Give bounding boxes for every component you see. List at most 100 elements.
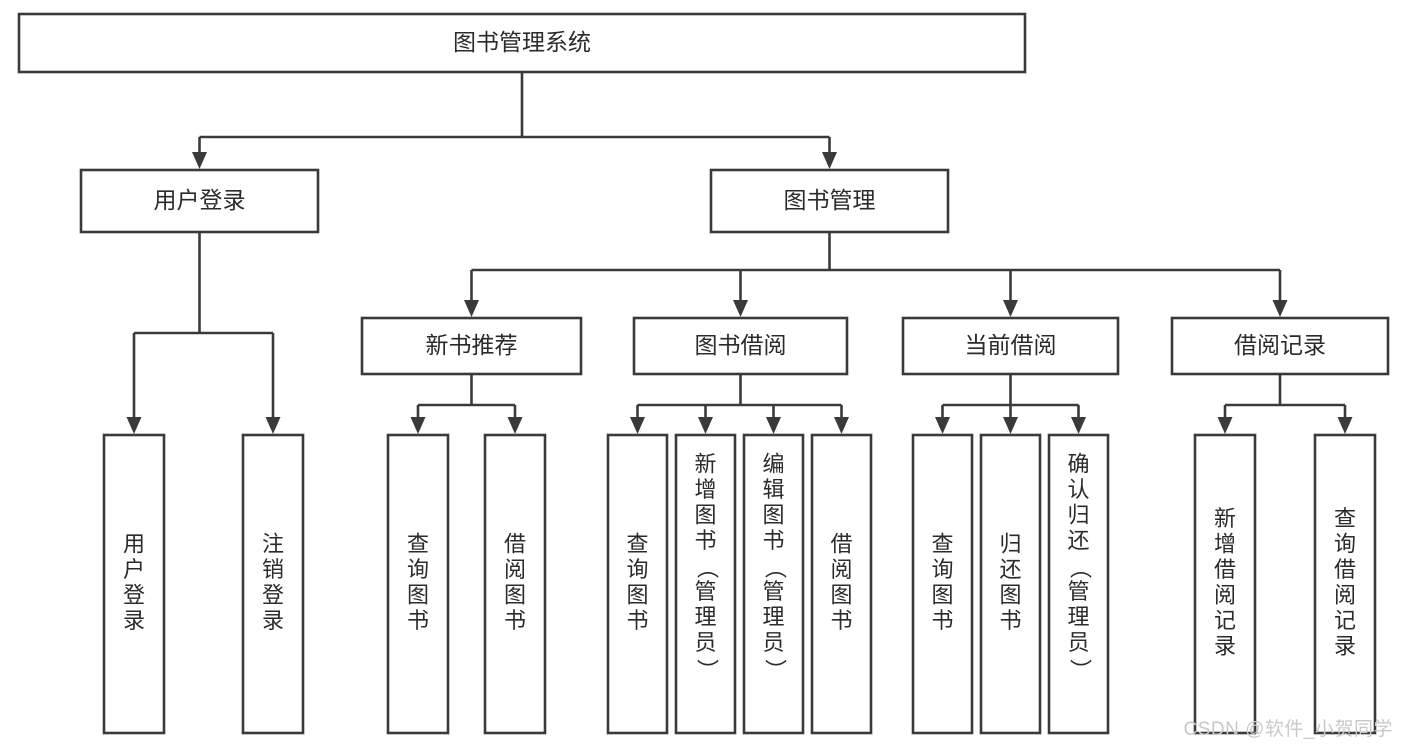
node-box-current-query-book[interactable] <box>911 433 974 735</box>
node-new-book-recommend[interactable]: 新书推荐 <box>360 316 583 376</box>
node-label-char-recommend-borrow-book-0: 借 <box>504 532 526 557</box>
node-label-char-borrow-add-book-3: 书 <box>694 528 716 553</box>
node-label-char-borrow-edit-book-2: 图 <box>762 503 784 528</box>
node-label-char-borrow-edit-book-5: 管 <box>762 579 784 604</box>
arrow-head-icon <box>1003 300 1018 317</box>
node-label-char-recommend-query-book-0: 查 <box>407 532 429 557</box>
node-label-char-record-add-5: 录 <box>1214 634 1236 659</box>
node-user-login[interactable]: 用户登录 <box>79 168 320 234</box>
node-label-char-record-query-2: 借 <box>1334 557 1356 582</box>
node-label-char-record-query-1: 询 <box>1334 532 1356 557</box>
node-label-char-recommend-borrow-book-3: 书 <box>504 608 526 633</box>
arrow-head-icon <box>126 417 142 434</box>
node-label-char-current-return-book-2: 图 <box>999 583 1021 608</box>
node-box-user-login[interactable] <box>79 168 320 234</box>
connector-layer <box>126 72 1353 434</box>
node-label-char-borrow-edit-book-4: （ <box>763 557 788 579</box>
node-label-char-current-return-book-1: 还 <box>999 557 1021 582</box>
node-box-user-login-leaf[interactable] <box>102 433 166 735</box>
arrow-head-icon <box>935 417 950 434</box>
node-label-char-user-login-leaf-2: 登 <box>123 583 145 608</box>
arrow-head-icon <box>822 152 837 169</box>
node-box-current-confirm-return[interactable] <box>1047 433 1110 735</box>
node-label-char-borrow-add-book-7: 员 <box>694 630 716 655</box>
node-box-borrow-record[interactable] <box>1170 316 1390 376</box>
node-label-char-borrow-add-book-5: 管 <box>694 579 716 604</box>
node-label-char-current-confirm-return-6: 理 <box>1067 605 1089 630</box>
node-label-char-borrow-query-book-0: 查 <box>626 532 648 557</box>
node-label-char-current-confirm-return-5: 管 <box>1067 579 1089 604</box>
node-label-char-current-confirm-return-2: 归 <box>1067 503 1089 528</box>
node-label-char-current-query-book-3: 书 <box>931 608 953 633</box>
node-box-record-query[interactable] <box>1313 433 1377 735</box>
node-box-book-manage[interactable] <box>709 168 950 234</box>
node-user-login-leaf[interactable]: 用户登录 <box>102 433 166 735</box>
node-box-borrow-add-book[interactable] <box>674 433 737 735</box>
node-borrow-record[interactable]: 借阅记录 <box>1170 316 1390 376</box>
arrow-head-icon <box>1337 417 1353 434</box>
node-label-char-borrow-borrow-book-3: 书 <box>830 608 852 633</box>
node-label-char-record-query-4: 记 <box>1334 608 1356 633</box>
node-label-char-recommend-borrow-book-2: 图 <box>504 583 526 608</box>
node-label-borrow-record: 借阅记录 <box>1234 332 1326 358</box>
node-label-char-record-add-3: 阅 <box>1214 583 1236 608</box>
node-label-char-current-confirm-return-4: （ <box>1068 557 1093 579</box>
node-label-char-current-query-book-1: 询 <box>931 557 953 582</box>
node-box-book-borrow[interactable] <box>632 316 849 376</box>
node-label-char-borrow-borrow-book-2: 图 <box>830 583 852 608</box>
node-book-manage[interactable]: 图书管理 <box>709 168 950 234</box>
node-label-root: 图书管理系统 <box>453 29 591 55</box>
arrow-head-icon <box>192 152 207 169</box>
node-box-current-borrow[interactable] <box>901 316 1120 376</box>
node-label-char-borrow-query-book-1: 询 <box>626 557 648 582</box>
arrow-head-icon <box>464 300 479 317</box>
node-label-book-manage: 图书管理 <box>784 187 876 213</box>
node-label-char-user-login-leaf-0: 用 <box>123 532 145 557</box>
node-label-char-recommend-query-book-3: 书 <box>407 608 429 633</box>
node-box-new-book-recommend[interactable] <box>360 316 583 376</box>
arrow-head-icon <box>507 417 523 434</box>
node-box-user-logout-leaf[interactable] <box>241 433 305 735</box>
arrow-head-icon <box>766 417 781 434</box>
node-label-char-current-confirm-return-8: ） <box>1068 659 1093 681</box>
arrow-head-icon <box>410 417 426 434</box>
node-box-record-add[interactable] <box>1193 433 1257 735</box>
node-box-borrow-edit-book[interactable] <box>742 433 805 735</box>
node-label-char-borrow-borrow-book-0: 借 <box>830 532 852 557</box>
node-box-root[interactable] <box>17 12 1027 74</box>
node-box-recommend-borrow-book[interactable] <box>483 433 547 735</box>
node-label-char-user-logout-leaf-1: 销 <box>262 557 284 582</box>
node-label-char-recommend-query-book-1: 询 <box>407 557 429 582</box>
node-box-recommend-query-book[interactable] <box>386 433 450 735</box>
node-label-char-borrow-edit-book-7: 员 <box>762 630 784 655</box>
node-box-borrow-query-book[interactable] <box>606 433 669 735</box>
node-label-char-borrow-add-book-6: 理 <box>694 605 716 630</box>
node-current-borrow[interactable]: 当前借阅 <box>901 316 1120 376</box>
node-label-char-current-confirm-return-3: 还 <box>1067 528 1089 553</box>
node-root[interactable]: 图书管理系统 <box>17 12 1027 74</box>
node-label-char-borrow-add-book-1: 增 <box>694 477 716 502</box>
node-book-borrow[interactable]: 图书借阅 <box>632 316 849 376</box>
node-box-current-return-book[interactable] <box>979 433 1042 735</box>
node-label-new-book-recommend: 新书推荐 <box>426 332 518 358</box>
node-box-borrow-borrow-book[interactable] <box>810 433 873 735</box>
node-label-char-user-logout-leaf-0: 注 <box>262 532 284 557</box>
node-layer: 图书管理系统用户登录图书管理用户登录注销登录新书推荐查询图书借阅图书图书借阅查询… <box>17 12 1390 735</box>
node-label-char-user-login-leaf-3: 录 <box>123 608 145 633</box>
arrow-head-icon <box>1217 417 1233 434</box>
node-label-char-user-login-leaf-1: 户 <box>123 557 145 582</box>
